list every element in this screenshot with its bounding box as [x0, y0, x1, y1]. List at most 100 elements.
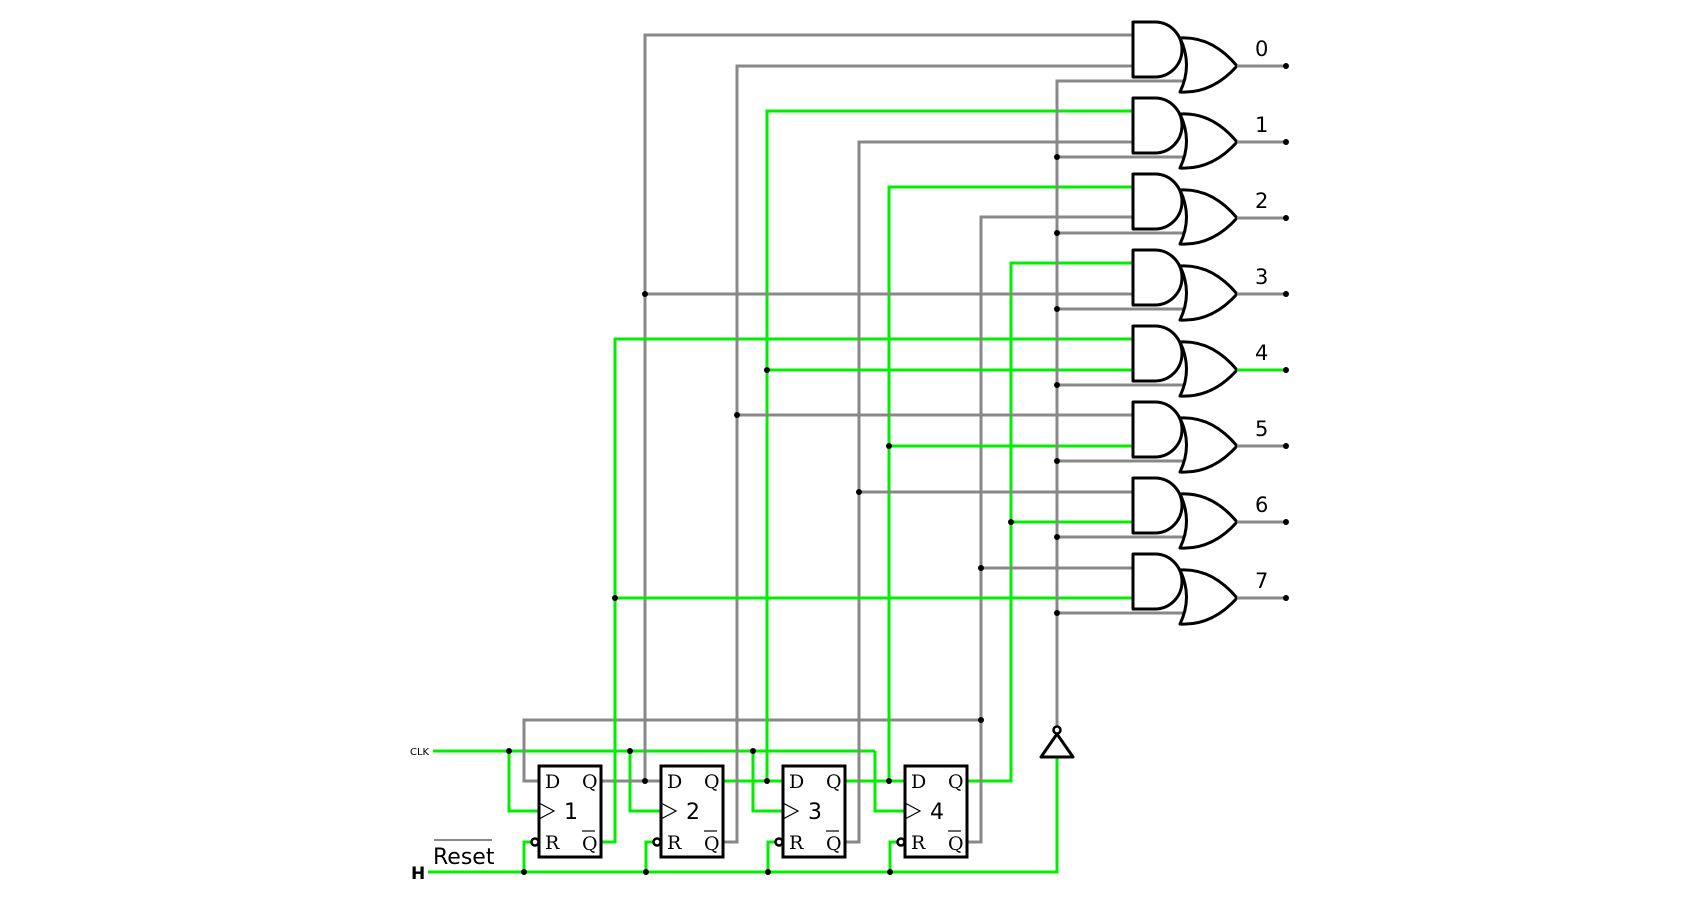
qbar-bus-wire — [723, 64, 1133, 844]
inverter-junction-dot — [1054, 610, 1060, 616]
clock-branch-wire — [751, 751, 783, 813]
inverter-bubble — [1052, 725, 1062, 735]
pin-d-label: D — [667, 771, 682, 793]
reset-inversion-bubble — [896, 837, 906, 847]
feedback-wire — [522, 718, 981, 783]
high-level-wire — [428, 757, 1059, 874]
high-level-label: H — [411, 864, 425, 884]
bus-junction-dot — [734, 412, 740, 418]
q-bus-wire — [887, 185, 1133, 781]
and-gate — [1131, 96, 1184, 155]
output-terminal — [1283, 519, 1289, 525]
bus-junction-dot — [978, 565, 984, 571]
pin-d-label: D — [545, 771, 560, 793]
reset-junction-dot — [643, 869, 649, 875]
pin-qbar-label: Q — [826, 833, 842, 855]
inverter-junction-dot — [1054, 154, 1060, 160]
or-gate — [1178, 36, 1239, 94]
q-junction-dot — [642, 778, 648, 784]
inverter-triangle — [1039, 732, 1075, 759]
pin-qbar-label: Q — [704, 833, 720, 855]
pin-q-label: Q — [826, 771, 842, 793]
decoder-gate-3: 3 — [1131, 248, 1289, 322]
output-terminal — [1283, 443, 1289, 449]
output-terminal — [1283, 139, 1289, 145]
output-label: 7 — [1255, 569, 1268, 593]
bus-junction-dot — [612, 595, 618, 601]
reset-branch-wire — [522, 840, 533, 872]
reset-branch-wire — [644, 840, 655, 872]
clock-junction-dot — [750, 748, 756, 754]
clock-label: CLK — [410, 747, 430, 758]
output-label: 6 — [1255, 493, 1268, 517]
output-label: 2 — [1255, 189, 1268, 213]
decoder-gate-5: 5 — [1131, 400, 1289, 474]
flip-flop-number: 4 — [930, 800, 944, 825]
pin-q-label: Q — [948, 771, 964, 793]
q-junction-dot — [886, 778, 892, 784]
output-terminal — [1283, 367, 1289, 373]
output-terminal — [1283, 215, 1289, 221]
clock-junction-dot — [627, 748, 633, 754]
inverter-junction-dot — [1054, 230, 1060, 236]
q-junction-dot — [764, 778, 770, 784]
pin-qbar-label: Q — [948, 833, 964, 855]
clock-input-icon — [660, 802, 678, 820]
output-label: 3 — [1255, 265, 1268, 289]
and-gate — [1131, 400, 1184, 459]
inverter-junction-dot — [1054, 306, 1060, 312]
and-gate — [1131, 172, 1184, 231]
or-gate — [1178, 188, 1239, 246]
output-terminal — [1283, 291, 1289, 297]
flip-flop-box — [781, 764, 847, 859]
and-gate — [1131, 20, 1184, 79]
or-gate — [1178, 416, 1239, 474]
reset-branch-wire — [888, 840, 899, 872]
output-label: 1 — [1255, 113, 1268, 137]
output-terminal — [1283, 63, 1289, 69]
or-gate — [1178, 492, 1239, 550]
clock-input-icon — [782, 802, 800, 820]
inverter-output-wire — [1055, 79, 1185, 727]
reset-junction-dot — [887, 869, 893, 875]
and-gate — [1131, 552, 1184, 611]
bus-junction-dot — [856, 489, 862, 495]
reset-inversion-bubble — [652, 837, 662, 847]
output-label: 0 — [1255, 37, 1268, 61]
decoder-gate-7: 7 — [1131, 552, 1289, 626]
clock-input-icon — [538, 802, 556, 820]
flip-flop-number: 1 — [564, 800, 578, 825]
reset-label: Reset — [433, 845, 495, 870]
decoder-gate-4: 4 — [1131, 324, 1289, 398]
and-gate — [1131, 324, 1184, 383]
pin-r-label: R — [789, 832, 804, 854]
pin-qbar-label: Q — [582, 833, 598, 855]
q-bus-wire — [643, 33, 1133, 781]
or-gate — [1178, 340, 1239, 398]
bus-junction-dot — [764, 367, 770, 373]
output-terminal — [1283, 595, 1289, 601]
inverter-junction-dot — [1054, 382, 1060, 388]
flip-flop-number: 3 — [808, 800, 822, 825]
inverter-junction-dot — [1054, 534, 1060, 540]
reset-branch-wire — [766, 840, 777, 872]
or-gate — [1178, 112, 1239, 170]
reset-inversion-bubble — [530, 837, 540, 847]
reset-inversion-bubble — [774, 837, 784, 847]
and-gate — [1131, 476, 1184, 535]
pin-r-label: R — [911, 832, 926, 854]
pin-r-label: R — [545, 832, 560, 854]
clock-branch-wire — [628, 751, 661, 813]
pin-d-label: D — [911, 771, 926, 793]
inverter — [1039, 725, 1075, 759]
flip-flop-number: 2 — [686, 800, 700, 825]
clock-branch-wire — [507, 751, 539, 813]
or-gate — [1178, 264, 1239, 322]
pin-q-label: Q — [582, 771, 598, 793]
qbar-bus-wire — [601, 337, 1133, 844]
